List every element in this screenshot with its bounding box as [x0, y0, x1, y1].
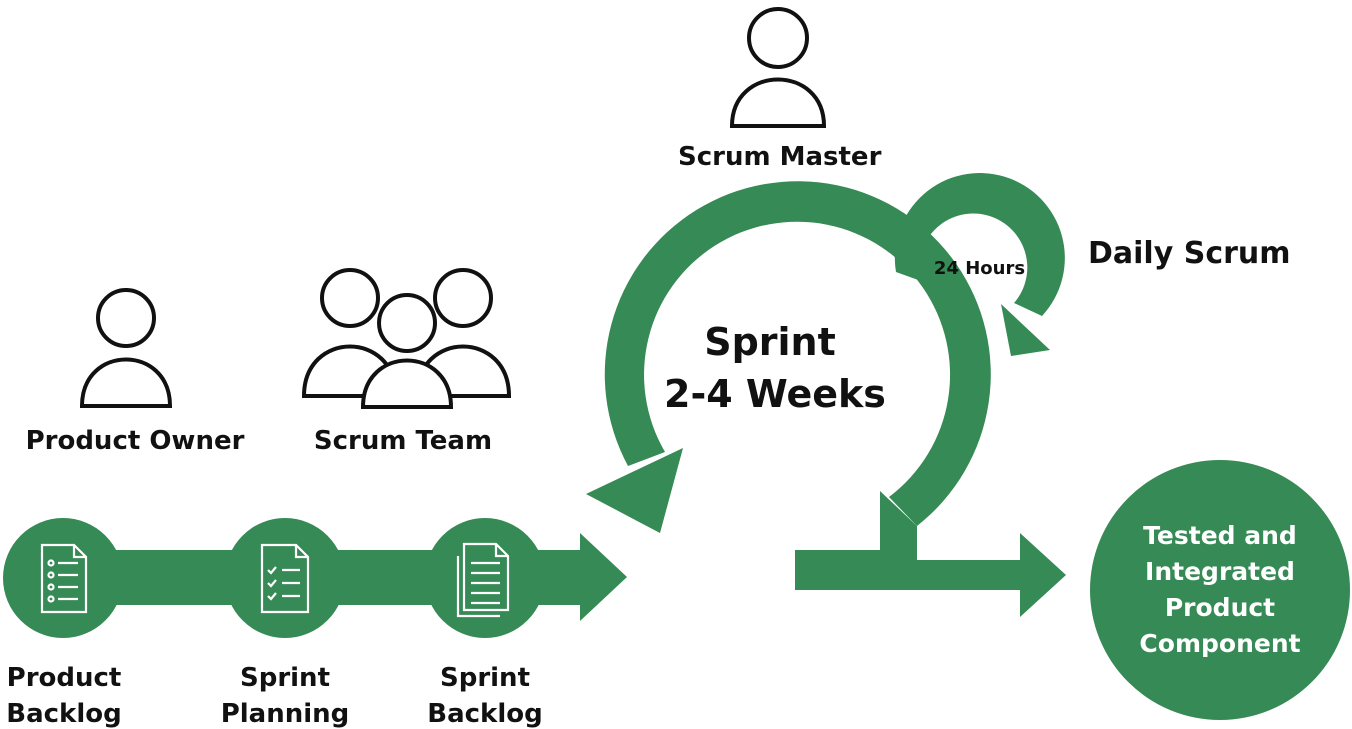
sprint-duration: 2-4 Weeks [664, 372, 886, 416]
stage-label-sprint-backlog: Sprint Backlog [420, 660, 550, 729]
scrum-master-person-icon [729, 7, 827, 128]
list-document-icon [40, 543, 88, 614]
stage-label-line: Backlog [6, 699, 122, 729]
scrum-team-label: Scrum Team [313, 426, 493, 456]
pipeline-bar [115, 533, 627, 621]
stage-label-line: Sprint [439, 663, 530, 693]
sprint-title: Sprint [704, 320, 836, 364]
checklist-document-icon [260, 543, 310, 614]
daily-scrum-interval: 24 Hours [933, 258, 1026, 279]
stage-label-line: Product [6, 663, 122, 693]
daily-scrum-title: Daily Scrum [1088, 236, 1291, 271]
stacked-documents-icon [456, 542, 510, 618]
scrum-master-label: Scrum Master [678, 142, 882, 172]
product-owner-person-icon [79, 288, 173, 408]
result-label-line: Tested and [1143, 521, 1297, 550]
stage-label-product-backlog: Product Backlog [0, 660, 128, 729]
result-label-line: Component [1139, 629, 1301, 658]
scrum-team-people-icon [301, 268, 512, 409]
result-label-line: Integrated [1145, 557, 1295, 586]
result-circle [1090, 460, 1350, 720]
product-owner-label: Product Owner [25, 426, 245, 456]
daily-scrum-loop-arrow [894, 173, 1065, 356]
stage-circle-product-backlog [3, 518, 123, 638]
stage-label-line: Backlog [427, 699, 543, 729]
result-label-line: Product [1164, 593, 1276, 622]
stage-label-line: Planning [220, 699, 350, 729]
sprint-loop-arrow [586, 181, 1066, 617]
result-label: Tested and Integrated Product Component [1110, 518, 1330, 662]
stage-circle-sprint-backlog [425, 518, 545, 638]
stage-label-line: Sprint [239, 663, 330, 693]
stage-label-sprint-planning: Sprint Planning [215, 660, 355, 729]
stage-circle-sprint-planning [225, 518, 345, 638]
